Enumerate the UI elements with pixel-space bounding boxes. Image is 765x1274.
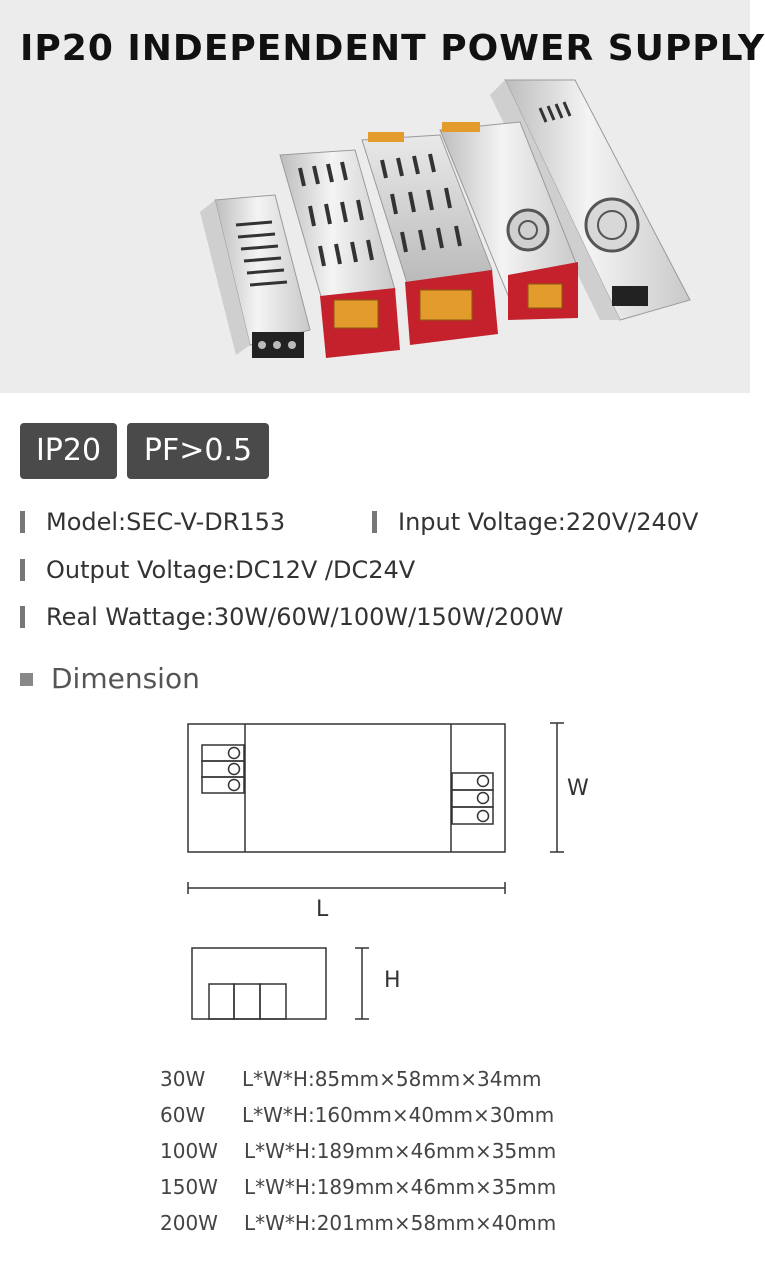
size-value: L*W*H:160mm×40mm×30mm xyxy=(242,1103,555,1127)
size-wattage: 200W xyxy=(160,1211,218,1235)
power-factor-badge: PF>0.5 xyxy=(127,423,269,479)
width-label: W xyxy=(567,776,589,801)
square-icon xyxy=(20,673,33,686)
size-value: L*W*H:85mm×58mm×34mm xyxy=(242,1067,542,1091)
height-label: H xyxy=(384,968,401,993)
size-wattage: 30W xyxy=(160,1067,206,1091)
spec-marker xyxy=(372,511,377,533)
hero-banner: IP20 INDEPENDENT POWER SUPPLY xyxy=(0,0,764,393)
size-wattage: 60W xyxy=(160,1103,206,1127)
spec-input-text: Input Voltage:220V/240V xyxy=(398,508,699,536)
page-title: IP20 INDEPENDENT POWER SUPPLY xyxy=(20,28,765,69)
size-wattage: 100W xyxy=(160,1139,218,1163)
size-wattage: 150W xyxy=(160,1175,218,1199)
dimension-diagram: W L H xyxy=(187,722,589,1020)
size-value: L*W*H:189mm×46mm×35mm xyxy=(244,1175,557,1199)
size-value: L*W*H:201mm×58mm×40mm xyxy=(244,1211,557,1235)
length-label: L xyxy=(316,897,329,922)
top-view-outline xyxy=(187,723,506,853)
power-supply-product-image xyxy=(200,79,691,358)
size-value: L*W*H:189mm×46mm×35mm xyxy=(244,1139,557,1163)
spec-marker xyxy=(20,559,25,581)
spec-output-text: Output Voltage:DC12V /DC24V xyxy=(46,556,416,584)
spec-marker xyxy=(20,511,25,533)
dimension-heading-text: Dimension xyxy=(51,662,200,695)
spec-wattage-text: Real Wattage:30W/60W/100W/150W/200W xyxy=(46,603,564,631)
spec-marker xyxy=(20,606,25,628)
spec-model-text: Model:SEC-V-DR153 xyxy=(46,508,286,536)
ip-rating-badge: IP20 xyxy=(20,423,117,479)
